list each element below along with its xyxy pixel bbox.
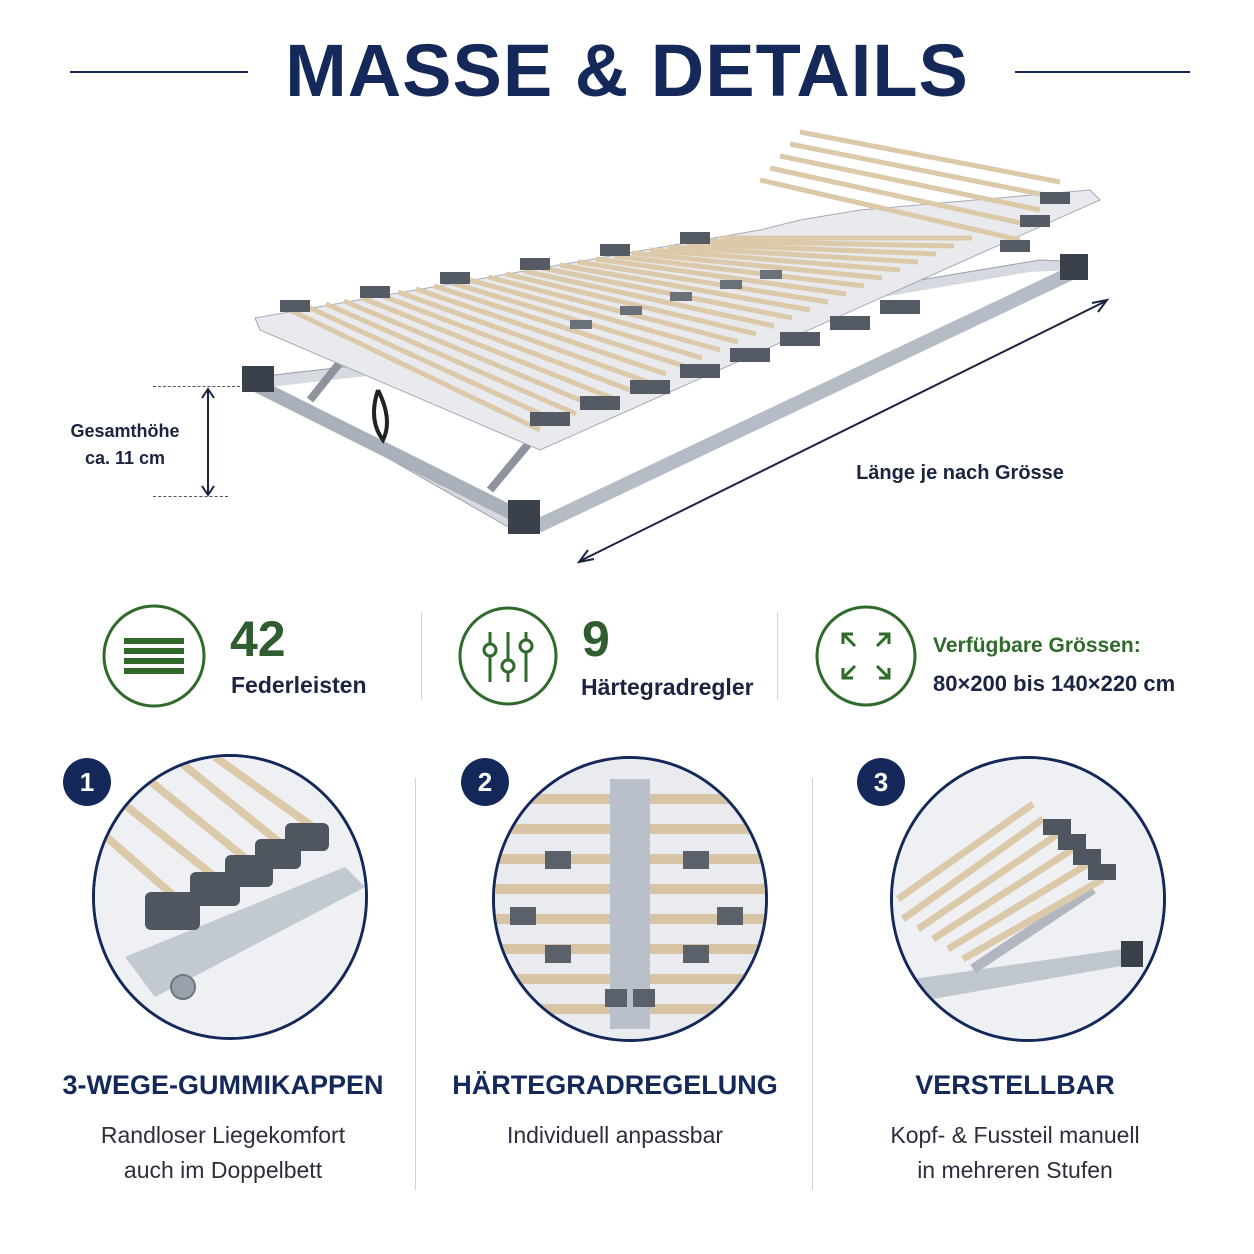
detail-desc-line: in mehreren Stufen bbox=[917, 1157, 1113, 1183]
detail-desc-hardness: Individuell anpassbar bbox=[415, 1118, 815, 1153]
feature-slats-label: Federleisten bbox=[231, 672, 367, 698]
detail-title-rubber-caps: 3-WEGE-GUMMIKAPPEN bbox=[62, 1070, 384, 1100]
height-arrow-icon bbox=[201, 387, 215, 497]
detail-desc-line: Individuell anpassbar bbox=[506, 1122, 724, 1148]
detail-image-rubber-caps bbox=[92, 754, 368, 1040]
feature-regulators-label: Härtegradregler bbox=[581, 674, 754, 700]
card-separator-2 bbox=[812, 778, 813, 1190]
detail-image-hardness bbox=[492, 756, 768, 1042]
detail-image-adjustable bbox=[890, 756, 1166, 1042]
detail-desc-line: Randloser Liegekomfort bbox=[100, 1122, 346, 1148]
slats-icon bbox=[102, 604, 206, 708]
height-label: Gesamthöhe ca. 11 cm bbox=[60, 418, 190, 472]
height-dashed-bottom bbox=[153, 496, 228, 497]
page-title: MASSE & DETAILS bbox=[285, 29, 969, 112]
height-dashed-top bbox=[153, 386, 245, 387]
feature-slats-number: 42 bbox=[230, 611, 286, 667]
feature-sizes-label: Verfügbare Grössen: bbox=[933, 634, 1141, 657]
title-rule-left bbox=[70, 71, 248, 73]
height-label-line-1: Gesamthöhe bbox=[70, 421, 180, 441]
detail-title-hardness: HÄRTEGRADREGELUNG bbox=[452, 1070, 778, 1100]
bed-frame-image bbox=[242, 129, 1101, 534]
card-separator-1 bbox=[415, 778, 416, 1190]
detail-desc-adjustable: Kopf- & Fussteil manuell in mehreren Stu… bbox=[815, 1118, 1215, 1188]
length-label: Länge je nach Grösse bbox=[856, 462, 1064, 484]
detail-badge-2: 2 bbox=[461, 758, 509, 806]
feature-separator-2 bbox=[777, 612, 778, 700]
expand-arrows-icon bbox=[815, 605, 917, 707]
length-arrow-icon bbox=[576, 298, 1110, 564]
detail-desc-line: Kopf- & Fussteil manuell bbox=[890, 1122, 1140, 1148]
detail-desc-rubber-caps: Randloser Liegekomfort auch im Doppelbet… bbox=[23, 1118, 423, 1188]
detail-desc-line: auch im Doppelbett bbox=[123, 1157, 323, 1183]
detail-badge-1: 1 bbox=[63, 758, 111, 806]
height-label-line-2: ca. 11 cm bbox=[84, 448, 166, 468]
feature-regulators-number: 9 bbox=[582, 611, 610, 667]
title-rule-right bbox=[1015, 71, 1190, 73]
feature-separator-1 bbox=[421, 612, 422, 700]
feature-sizes-value: 80×200 bis 140×220 cm bbox=[933, 671, 1176, 696]
detail-title-adjustable: VERSTELLBAR bbox=[915, 1070, 1115, 1100]
detail-badge-3: 3 bbox=[857, 758, 905, 806]
sliders-icon bbox=[458, 606, 558, 706]
